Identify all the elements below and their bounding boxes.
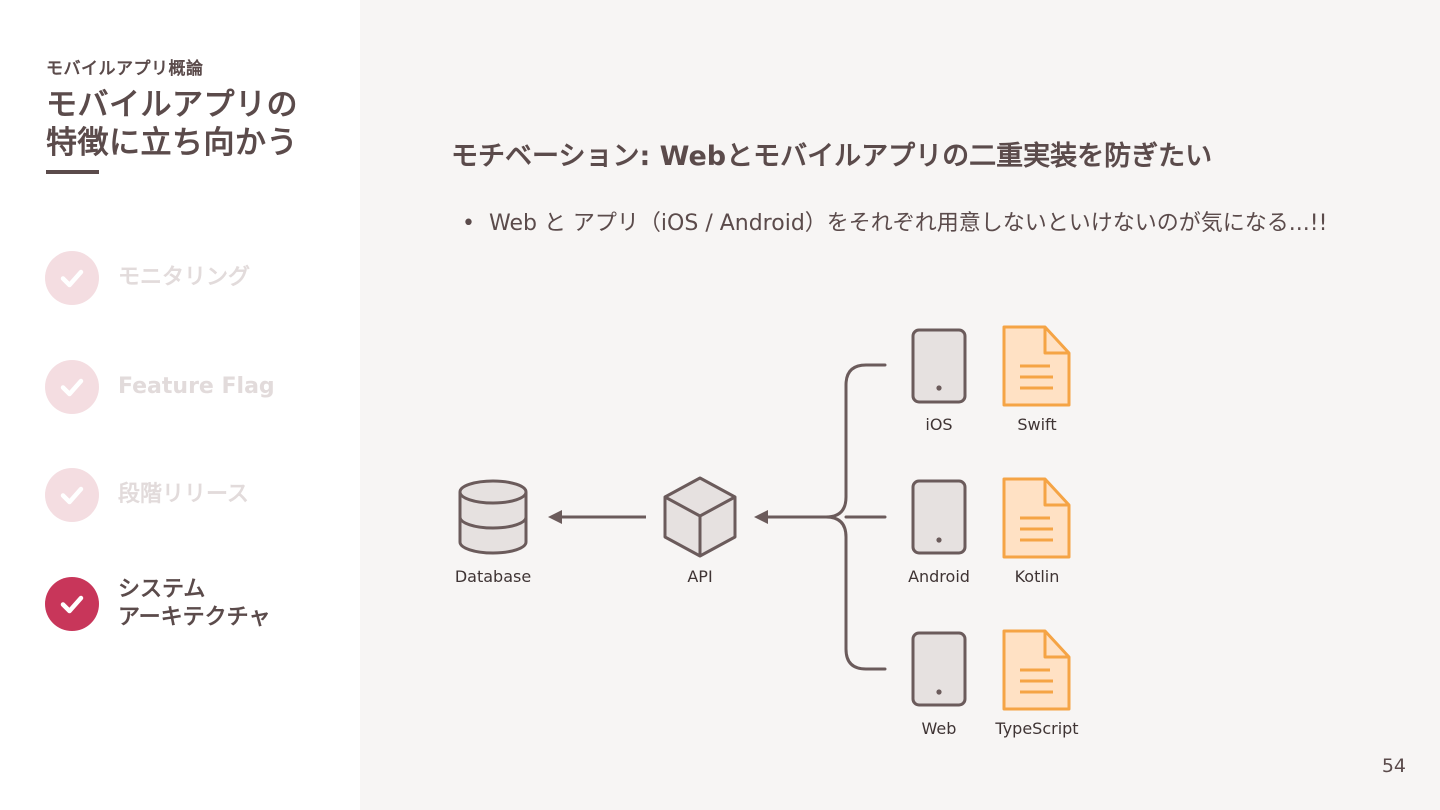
agenda-item-system-architecture: システム アーキテクチャ [45, 576, 270, 632]
database-label: Database [455, 567, 531, 586]
agenda-item-staged-release: 段階リリース [45, 468, 249, 522]
phone-icon [911, 631, 967, 707]
agenda-item-label-line-2: アーキテクチャ [118, 605, 271, 630]
section-title-line-2: 特徴に立ち向かう [46, 125, 298, 161]
agenda-item-label-line-1: システム [118, 577, 206, 602]
section-title-line-1: モバイルアプリの [46, 87, 298, 123]
slide-main [360, 0, 1440, 810]
agenda-item-monitoring: モニタリング [45, 251, 250, 305]
client-platform-label: Web [922, 719, 957, 738]
agenda-item-label: システム アーキテクチャ [118, 576, 270, 632]
file-icon [1002, 629, 1071, 711]
client-platform-label: iOS [925, 415, 952, 434]
check-circle-icon [45, 360, 99, 414]
file-icon [1002, 325, 1071, 407]
check-circle-icon [45, 577, 99, 631]
page-number: 54 [1381, 755, 1406, 777]
arrow-api-to-database [548, 510, 646, 524]
agenda-item-label: 段階リリース [118, 482, 249, 507]
sidebar: モバイルアプリ概論 モバイルアプリの 特徴に立ち向かう モニタリング Featu… [0, 0, 360, 810]
bullet-marker: • [462, 211, 475, 236]
phone-icon [911, 479, 967, 555]
chapter-kicker: モバイルアプリ概論 [46, 59, 204, 79]
title-underline [46, 170, 99, 174]
api-label: API [687, 567, 712, 586]
section-title: モバイルアプリの 特徴に立ち向かう [46, 86, 346, 162]
database-icon [458, 479, 528, 555]
client-language-label: Kotlin [1015, 567, 1060, 586]
client-language-label: TypeScript [994, 719, 1078, 738]
cube-icon [663, 476, 737, 558]
client-bracket-connector [766, 363, 887, 671]
agenda-item-feature-flag: Feature Flag [45, 360, 275, 414]
file-icon [1002, 477, 1071, 559]
check-circle-icon [45, 468, 99, 522]
bullet-text: Web と アプリ（iOS / Android）をそれぞれ用意しないといけないの… [488, 211, 1328, 236]
client-platform-label: Android [908, 567, 970, 586]
agenda-item-label: Feature Flag [118, 374, 275, 399]
check-circle-icon [45, 251, 99, 305]
bullet-point: • Web と アプリ（iOS / Android）をそれぞれ用意しないといけない… [462, 205, 1327, 237]
client-language-label: Swift [1017, 415, 1056, 434]
agenda-item-label: モニタリング [118, 265, 251, 290]
arrow-head-to-api [754, 510, 768, 524]
phone-icon [911, 328, 967, 404]
slide-heading: モチベーション: Webとモバイルアプリの二重実装を防ぎたい [451, 141, 1213, 172]
